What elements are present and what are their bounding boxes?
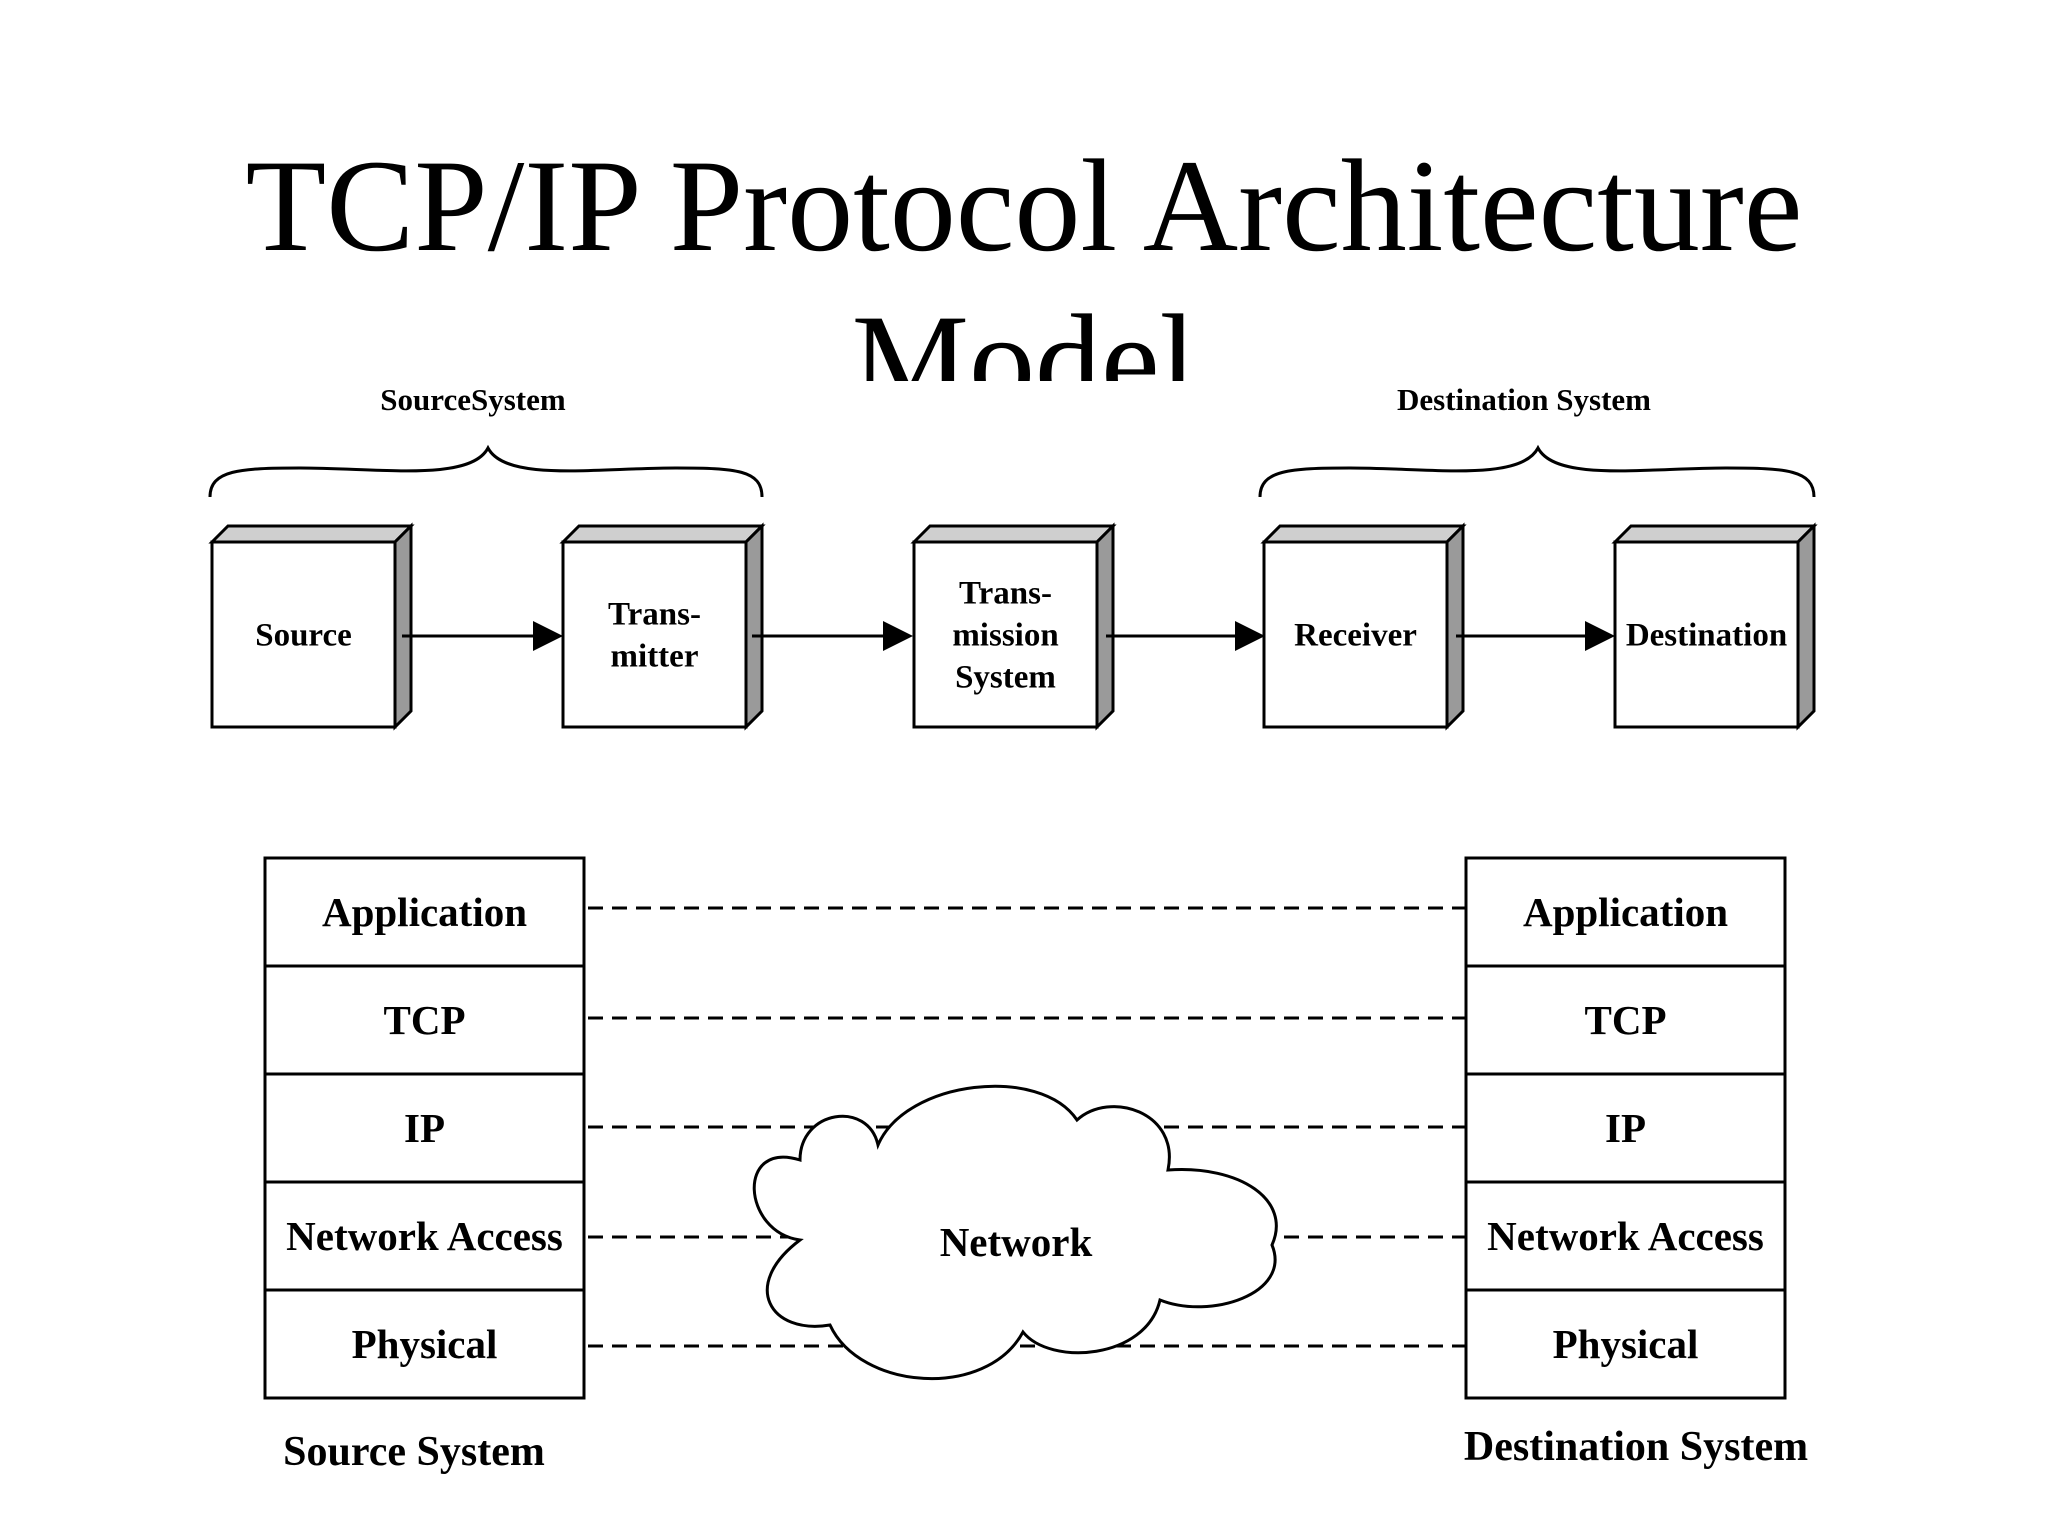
destination-layer-physical: Physical — [1464, 1288, 1787, 1400]
box-label: System — [955, 660, 1056, 696]
layer-label: Application — [1523, 889, 1728, 935]
source-system-brace — [208, 444, 764, 498]
network-cloud — [752, 1084, 1278, 1381]
layer-label: Network Access — [1487, 1213, 1764, 1259]
layer-label: IP — [1605, 1105, 1646, 1151]
source-system-label: SourceSystem — [380, 382, 566, 417]
box-label: mission — [952, 618, 1058, 654]
box-label: Trans- — [608, 597, 701, 633]
destination-layer-tcp: TCP — [1464, 964, 1787, 1076]
destination-layer-network-access: Network Access — [1464, 1180, 1787, 1292]
layer-label: Physical — [1553, 1321, 1699, 1367]
receiver-box: Receiver — [1260, 522, 1467, 731]
layer-label: TCP — [1585, 997, 1667, 1043]
slide-title-line-2: Model — [851, 295, 1197, 381]
box-label: Receiver — [1294, 618, 1417, 654]
box-label: Trans- — [959, 576, 1052, 612]
source-layer-network-access: Network Access — [263, 1180, 586, 1292]
source-layer-physical: Physical — [263, 1288, 586, 1400]
source-box: Source — [208, 522, 415, 731]
top-communication-model: SourceSystem Destination System Source Tr… — [208, 382, 1818, 731]
destination-box: Destination — [1611, 522, 1818, 731]
source-layer-tcp: TCP — [263, 964, 586, 1076]
layer-label: Application — [322, 889, 527, 935]
source-layer-ip: IP — [263, 1072, 586, 1184]
destination-layer-ip: IP — [1464, 1072, 1787, 1184]
box-label: mitter — [611, 639, 699, 675]
transmitter-box: Trans-mitter — [559, 522, 766, 731]
layer-label: IP — [404, 1105, 445, 1151]
network-label: Network — [940, 1219, 1093, 1265]
layer-label: Network Access — [286, 1213, 563, 1259]
slide-title-line-1: TCP/IP Protocol Architecture — [245, 132, 1803, 279]
source-system-caption: Source System — [283, 1429, 545, 1475]
box-label: Source — [255, 618, 352, 654]
destination-system-brace — [1258, 444, 1816, 498]
box-label: Destination — [1626, 618, 1787, 654]
source-layer-application: Application — [263, 856, 586, 968]
destination-system-caption: Destination System — [1464, 1424, 1808, 1470]
layer-label: TCP — [384, 997, 466, 1043]
destination-layer-application: Application — [1464, 856, 1787, 968]
destination-system-label: Destination System — [1397, 382, 1651, 417]
layer-label: Physical — [352, 1321, 498, 1367]
